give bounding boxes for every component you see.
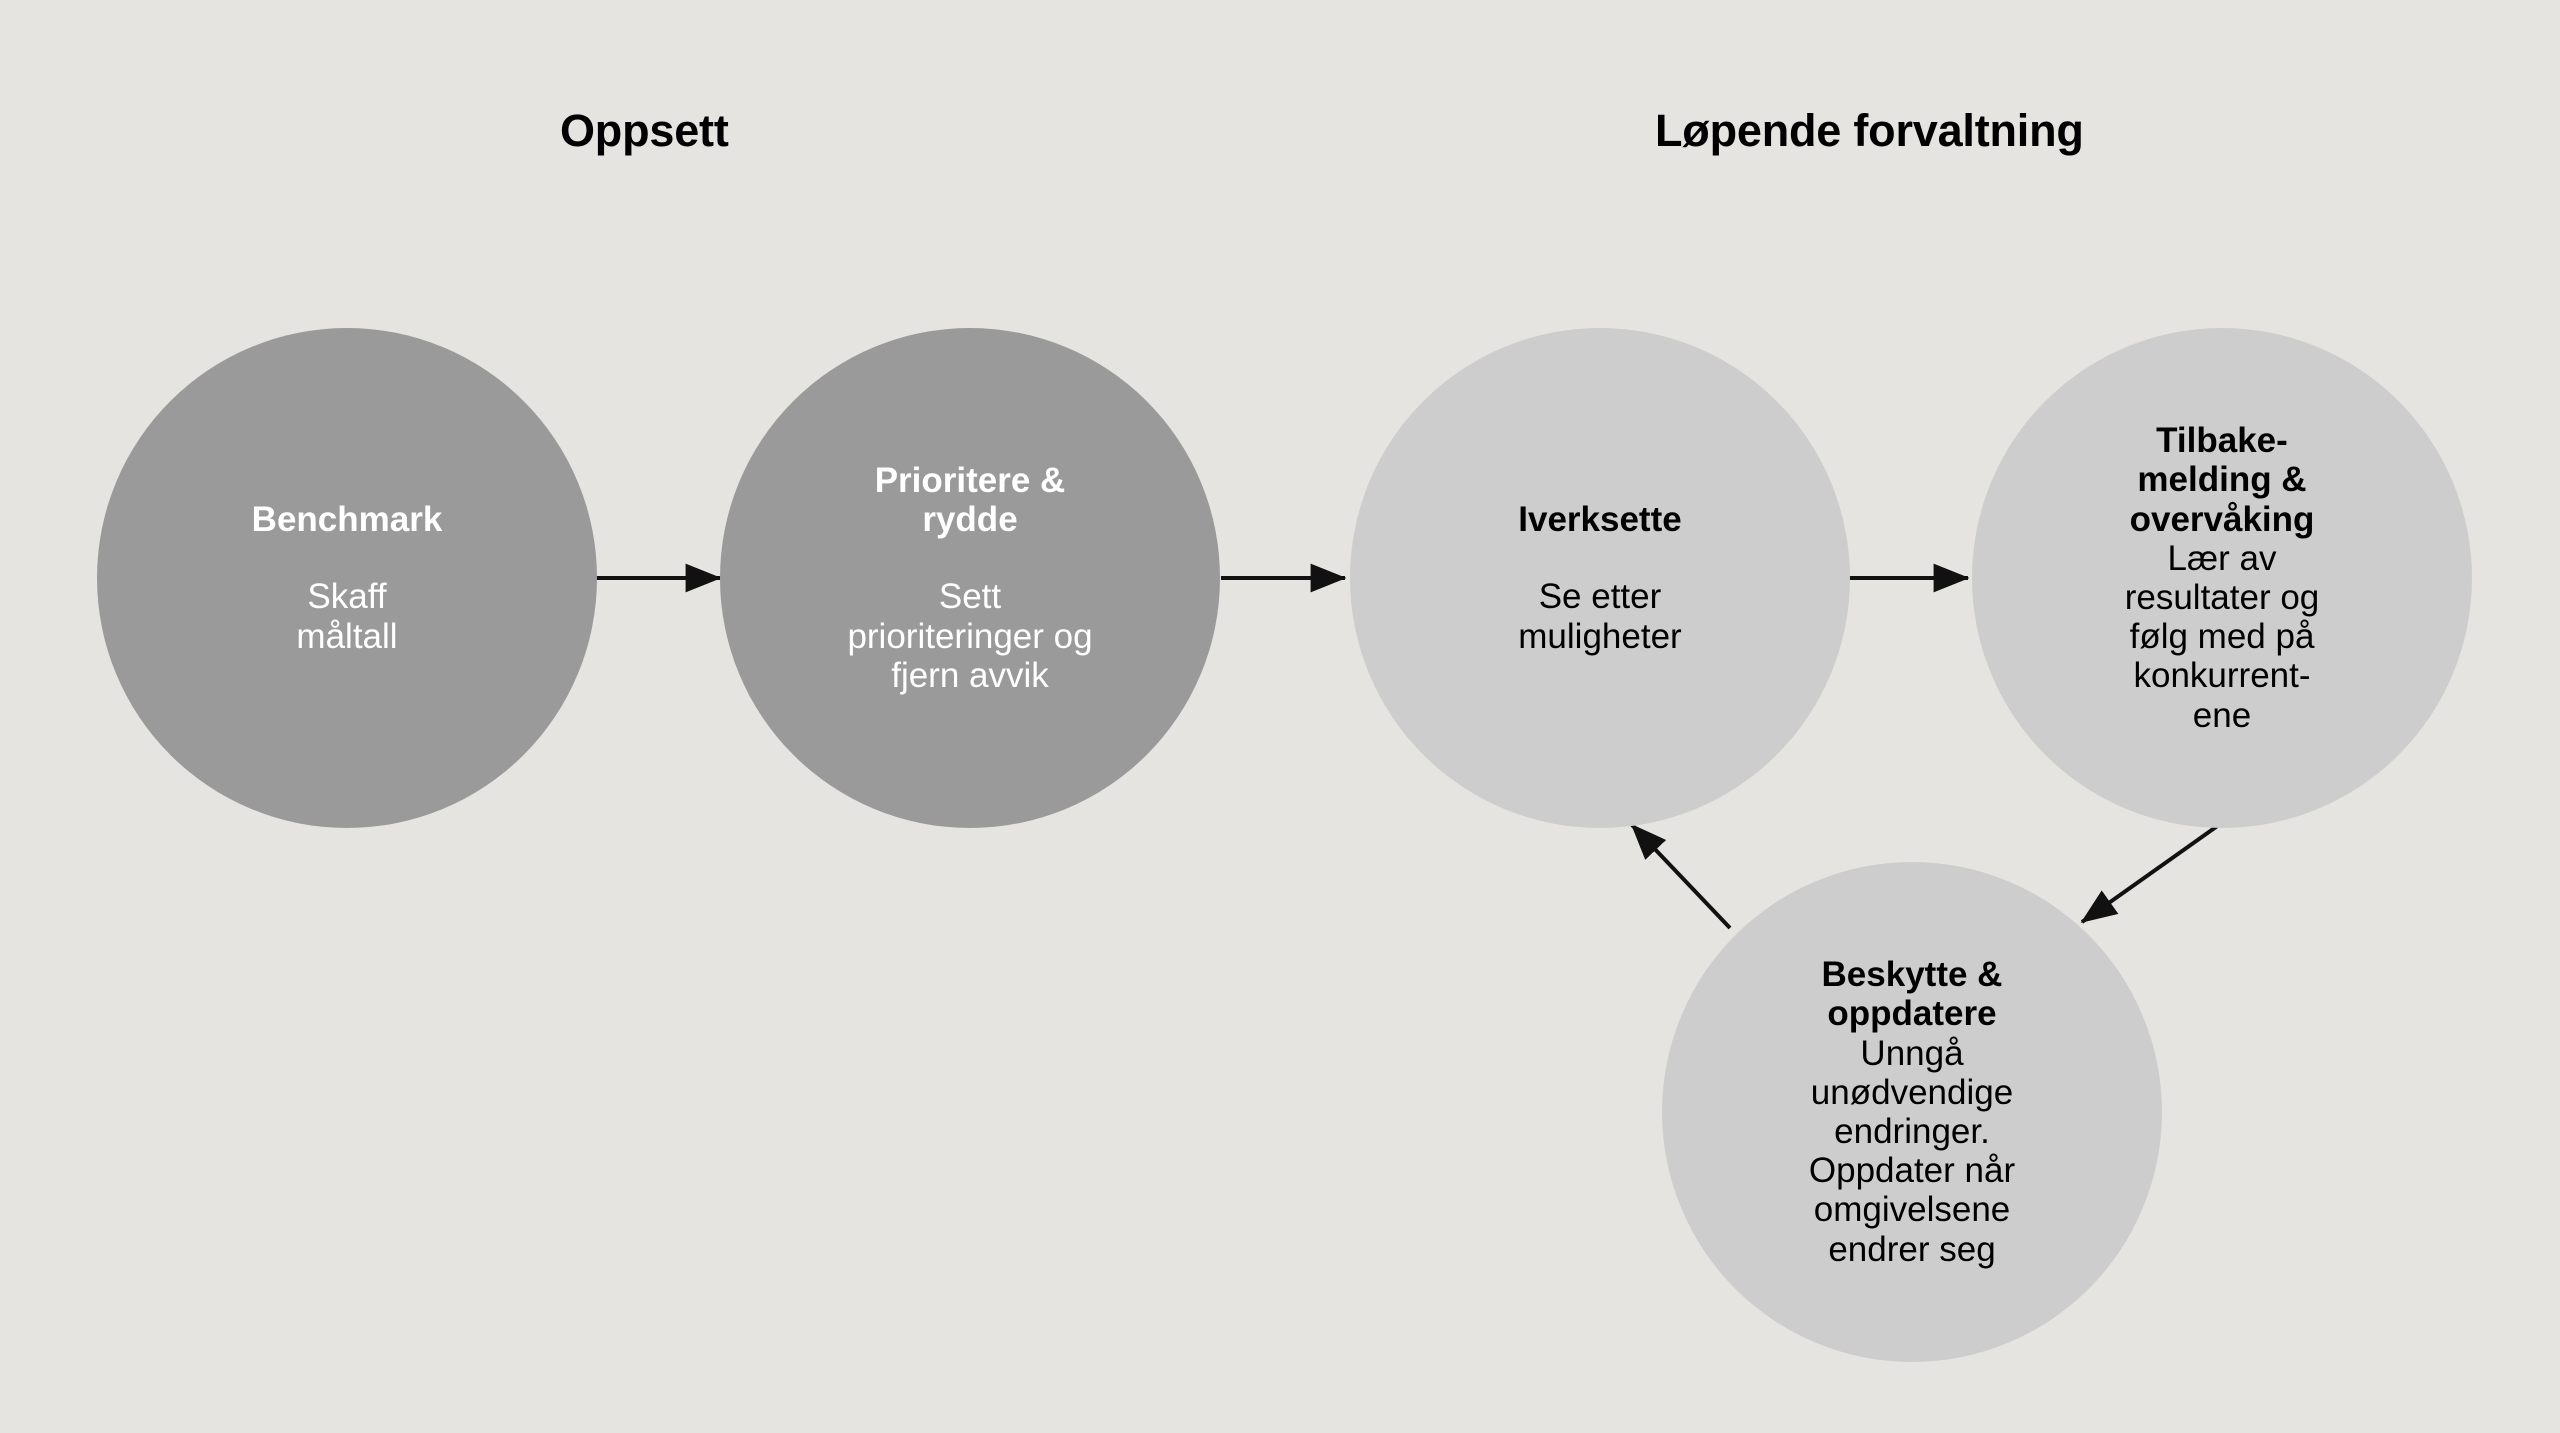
node-prioritere-rydde[interactable]: Prioritere & rydde Sett prioriteringer o… — [720, 328, 1220, 828]
section-heading-ongoing: Løpende forvaltning — [1655, 105, 2084, 156]
section-heading-setup: Oppsett — [560, 105, 729, 156]
node-iverksette[interactable]: Iverksette Se etter muligheter — [1350, 328, 1850, 828]
node-prioritere-rydde-description: Sett prioriteringer og fjern avvik — [847, 577, 1093, 695]
node-benchmark-title: Benchmark — [251, 500, 443, 540]
arrow-beskytte-to-iverksette — [1630, 823, 1732, 930]
node-benchmark-description: Skaff måltall — [296, 577, 398, 656]
node-prioritere-rydde-title: Prioritere & rydde — [874, 461, 1066, 540]
node-tilbakemelding-overvaking[interactable]: Tilbake- melding & overvåking Lær av res… — [1972, 328, 2472, 828]
node-benchmark[interactable]: Benchmark Skaff måltall — [97, 328, 597, 828]
node-iverksette-description: Se etter muligheter — [1518, 577, 1682, 656]
node-iverksette-title: Iverksette — [1518, 500, 1682, 540]
node-beskytte-oppdatere-description: Unngå unødvendige endringer. Oppdater nå… — [1808, 1033, 2016, 1269]
node-tilbakemelding-overvaking-description: Lær av resultater og følg med på konkurr… — [2124, 538, 2320, 735]
node-beskytte-oppdatere[interactable]: Beskytte & oppdatere Unngå unødvendige e… — [1662, 862, 2162, 1362]
node-beskytte-oppdatere-title: Beskytte & oppdatere — [1821, 955, 2003, 1034]
arrow-tilbakemelding-to-beskytte — [2080, 820, 2225, 924]
node-tilbakemelding-overvaking-title: Tilbake- melding & overvåking — [2129, 421, 2315, 539]
